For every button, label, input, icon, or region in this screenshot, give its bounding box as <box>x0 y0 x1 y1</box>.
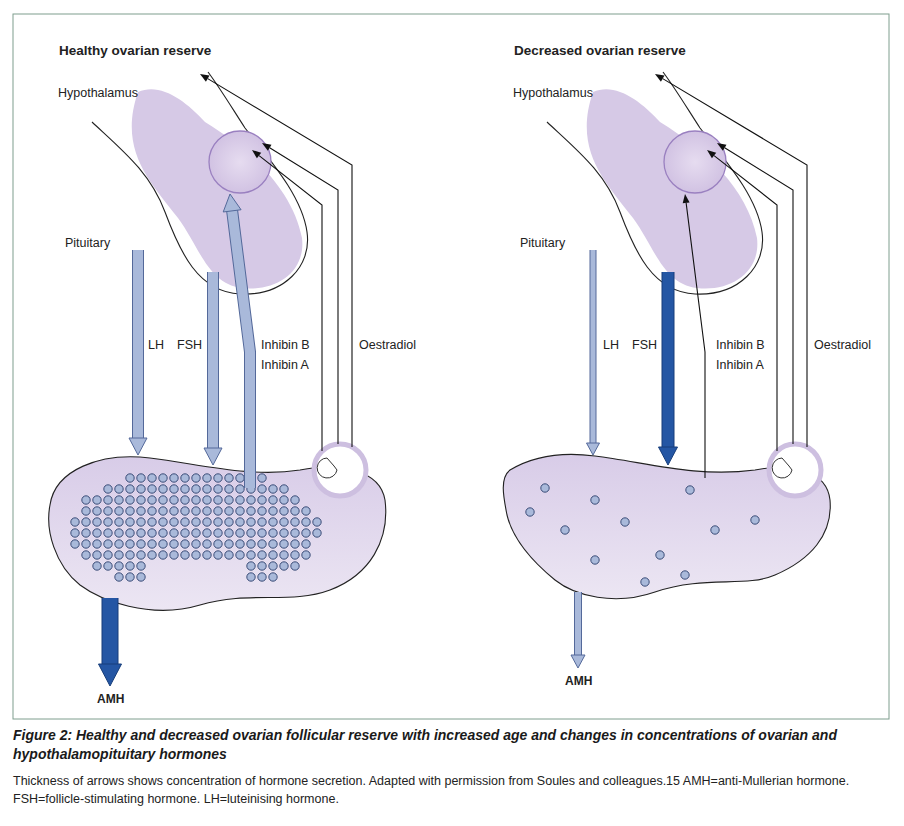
follicles <box>526 484 759 586</box>
lh-arrow <box>129 250 147 455</box>
inhibin-a-arrow <box>707 150 777 451</box>
decreased-panel <box>503 72 830 668</box>
pituitary-gland <box>209 131 271 193</box>
fsh-arrow <box>659 272 678 465</box>
oestradiol-arrow <box>262 143 338 444</box>
hormone-label: AMH <box>564 674 593 689</box>
inhibin-a-arrow <box>252 150 322 451</box>
hormone-label: FSH <box>631 338 658 353</box>
fsh-arrow <box>204 272 222 465</box>
hormone-label: Inhibin B <box>715 338 766 353</box>
gland-label: Pituitary <box>519 236 566 251</box>
oestradiol-arrow <box>655 74 807 447</box>
amh-arrow <box>571 592 585 668</box>
hormone-label: Oestradiol <box>813 338 872 353</box>
hormone-label: Oestradiol <box>358 338 417 353</box>
oestradiol-arrow <box>200 74 352 447</box>
figure-caption: Thickness of arrows shows concentration … <box>13 772 893 808</box>
hypothalamus-region <box>587 89 758 288</box>
oestradiol-arrow <box>717 143 793 444</box>
healthy-panel <box>49 72 386 686</box>
inhibin-b-arrow <box>223 194 250 488</box>
gland-label: Pituitary <box>64 236 111 251</box>
region-label: Hypothalamus <box>57 86 139 101</box>
ovary <box>503 454 830 598</box>
pituitary-gland <box>664 131 726 193</box>
hormone-label: Inhibin B <box>260 338 311 353</box>
hormone-label: Inhibin A <box>715 358 765 373</box>
panel-title: Healthy ovarian reserve <box>58 43 212 58</box>
hormone-label: LH <box>602 338 620 353</box>
oocyte <box>772 458 792 478</box>
figure-frame <box>13 14 889 719</box>
oocyte <box>317 458 337 478</box>
panel-title: Decreased ovarian reserve <box>513 43 687 58</box>
brain-outline <box>92 72 308 294</box>
hormone-label: FSH <box>176 338 203 353</box>
dominant-follicle <box>769 444 821 496</box>
hormone-label: LH <box>147 338 165 353</box>
hormone-label: Inhibin A <box>260 358 310 373</box>
region-label: Hypothalamus <box>512 86 594 101</box>
inhibin-b-arrow <box>683 194 705 478</box>
hormone-label: AMH <box>96 692 125 707</box>
hypothalamus-region <box>132 89 303 288</box>
follicles <box>71 474 321 581</box>
amh-arrow <box>99 598 122 686</box>
brain-outline <box>547 72 763 294</box>
figure-title: Figure 2: Healthy and decreased ovarian … <box>13 726 893 764</box>
lh-arrow <box>587 250 600 455</box>
dominant-follicle <box>314 444 366 496</box>
